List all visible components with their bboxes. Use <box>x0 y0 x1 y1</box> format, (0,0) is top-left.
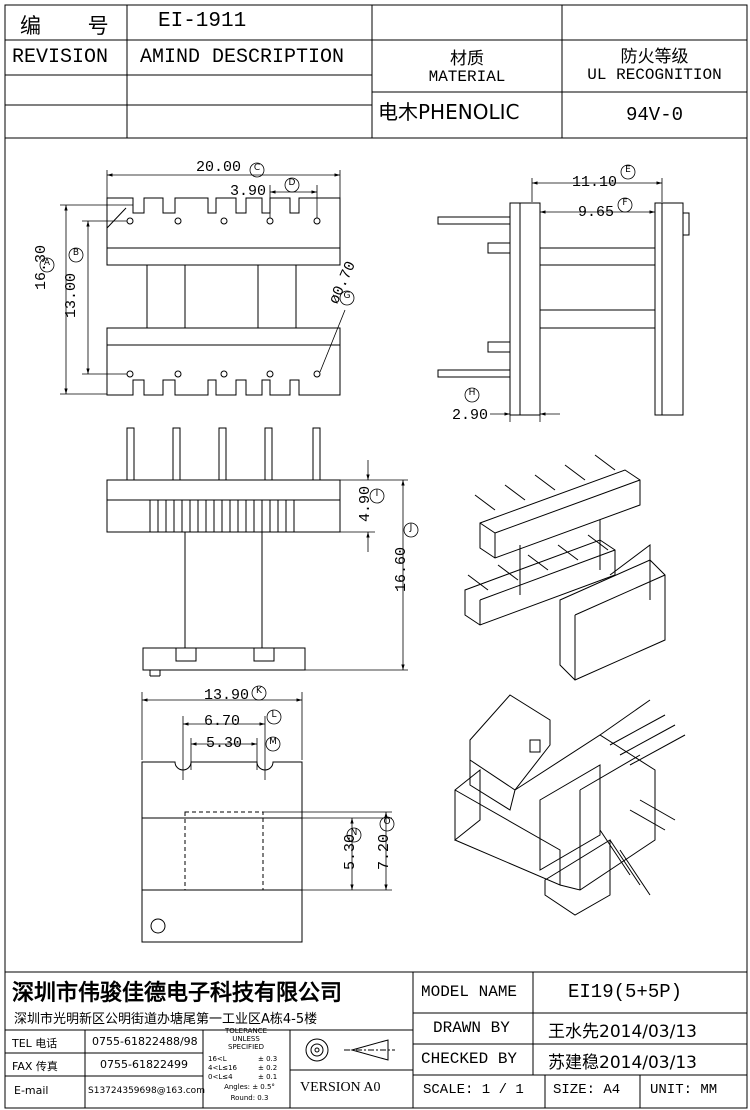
top-view <box>106 197 341 396</box>
bottom-view <box>141 761 303 943</box>
top-view-dims <box>60 170 346 395</box>
tolerance-line-1: TOLERANCE <box>224 1027 268 1035</box>
tolerance-line-2: UNLESS <box>232 1035 260 1043</box>
tolerance-range-1: 16<L <box>208 1055 227 1063</box>
material-en-label: MATERIAL <box>428 68 506 86</box>
dim-h-value: 2.90 <box>452 407 489 424</box>
part-no: EI-1911 <box>158 10 247 33</box>
header-grid <box>5 5 747 139</box>
material-cn-label: 材质 <box>450 49 484 69</box>
tag-k: K <box>256 686 262 696</box>
model-name-value: EI19(5+5P) <box>568 981 683 1003</box>
tag-h: H <box>468 388 476 398</box>
tag-a: A <box>43 258 51 268</box>
tolerance-range-2: 4<L≤16 <box>208 1064 237 1072</box>
tag-j: J <box>409 523 413 533</box>
tolerance-range-3: 0<L≤4 <box>208 1073 233 1081</box>
tag-l: L <box>271 710 277 720</box>
tag-b: B <box>72 248 80 258</box>
tag-d: D <box>288 178 296 188</box>
isometric-view-1 <box>464 454 666 681</box>
checked-by-label: CHECKED BY <box>421 1050 518 1068</box>
tag-circles <box>39 162 636 843</box>
tel-value: 0755-61822488/98 <box>92 1035 198 1048</box>
fax-value: 0755-61822499 <box>100 1058 188 1071</box>
tag-o: O <box>383 817 391 827</box>
tag-g: G <box>343 291 351 301</box>
front-view-dims <box>305 460 408 671</box>
dim-j-value: 16.60 <box>393 546 410 592</box>
ul-en-label: UL RECOGNITION <box>587 66 722 84</box>
dim-o-value: 7.20 <box>376 833 393 870</box>
title-block-grid <box>5 971 747 1108</box>
tolerance-round: Round: 0.3 <box>230 1094 269 1102</box>
checked-by-value: 苏建稳2014/03/13 <box>548 1053 697 1073</box>
version-label: VERSION A0 <box>300 1080 381 1095</box>
part-no-label: 编 号 <box>20 14 129 38</box>
ul-value: 94V-0 <box>625 104 683 126</box>
fax-label: FAX 传真 <box>12 1060 58 1073</box>
tag-c: C <box>253 163 261 173</box>
tag-e: E <box>625 165 631 175</box>
dim-c-value: 20.00 <box>196 159 242 176</box>
dim-k-value: 13.90 <box>204 687 250 704</box>
side-view-dims <box>490 178 663 422</box>
dim-l-value: 6.70 <box>204 713 241 730</box>
drawn-by-value: 王水先2014/03/13 <box>548 1022 697 1042</box>
bottom-view-dims <box>141 692 392 891</box>
size-label: SIZE: A4 <box>553 1082 621 1098</box>
ul-cn-label: 防火等级 <box>620 47 689 67</box>
amind-description-label: AMIND DESCRIPTION <box>140 46 345 69</box>
tag-i: I <box>375 489 379 499</box>
company-name: 深圳市伟骏佳德电子科技有限公司 <box>12 981 343 1006</box>
tolerance-line-3: SPECIFIED <box>228 1043 264 1051</box>
model-name-label: MODEL NAME <box>421 983 518 1001</box>
dim-b-value: 13.00 <box>63 272 80 318</box>
revision-label: REVISION <box>12 46 109 69</box>
company-address: 深圳市光明新区公明街道办塘尾第一工业区A栋4-5楼 <box>14 1012 318 1027</box>
dim-f-value: 9.65 <box>578 204 615 221</box>
dim-m-value: 5.30 <box>206 735 243 752</box>
sheet-border <box>4 4 748 1109</box>
material-value: 电木PHENOLIC <box>378 100 520 124</box>
side-view <box>437 202 690 416</box>
tel-label: TEL 电话 <box>12 1037 58 1050</box>
tolerance-angles: Angles: ± 0.5° <box>224 1083 275 1091</box>
tag-m: M <box>269 737 277 747</box>
email-value: S13724359698@163.com <box>88 1086 205 1096</box>
tolerance-value-1: ± 0.3 <box>258 1055 278 1063</box>
dim-n-value: 5.30 <box>342 833 359 870</box>
unit-label: UNIT: MM <box>650 1082 718 1098</box>
tag-f: F <box>622 198 628 208</box>
drawn-by-label: DRAWN BY <box>433 1019 510 1037</box>
front-view <box>106 427 341 677</box>
tolerance-value-2: ± 0.2 <box>258 1064 278 1072</box>
dim-e-value: 11.10 <box>572 174 618 191</box>
scale-label: SCALE: 1 / 1 <box>423 1082 524 1098</box>
email-label: E-mail <box>14 1084 49 1097</box>
tag-n: N <box>350 828 358 838</box>
dim-d-value: 3.90 <box>230 183 267 200</box>
tolerance-value-3: ± 0.1 <box>258 1073 278 1081</box>
isometric-view-2 <box>454 694 686 916</box>
